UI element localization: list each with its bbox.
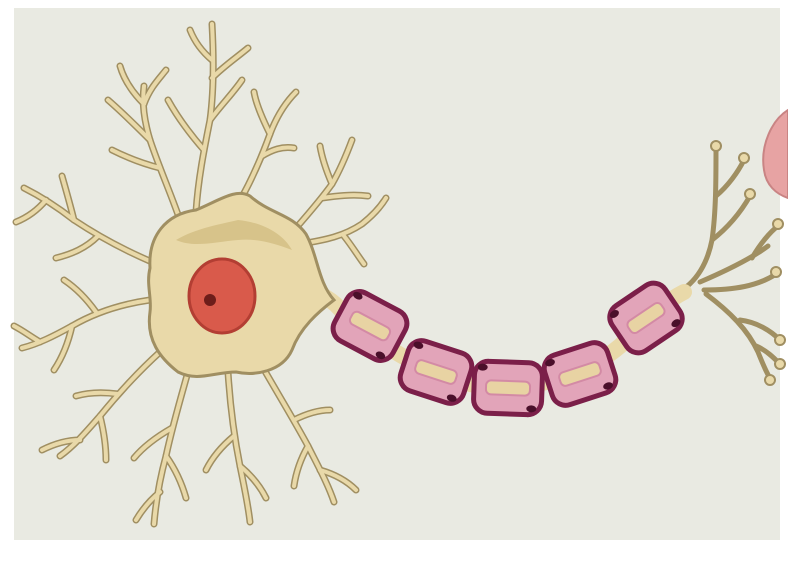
terminal-knob bbox=[773, 219, 783, 229]
terminal-knob bbox=[765, 375, 775, 385]
nucleus bbox=[189, 259, 255, 333]
terminal-knob bbox=[771, 267, 781, 277]
terminal-knob bbox=[775, 359, 785, 369]
myelin-segment bbox=[473, 361, 543, 415]
terminal-knob bbox=[711, 141, 721, 151]
terminal-knob bbox=[775, 335, 785, 345]
terminal-knob bbox=[739, 153, 749, 163]
terminal-knob bbox=[745, 189, 755, 199]
myelin-segment-core bbox=[486, 380, 530, 396]
nucleolus bbox=[204, 294, 216, 306]
